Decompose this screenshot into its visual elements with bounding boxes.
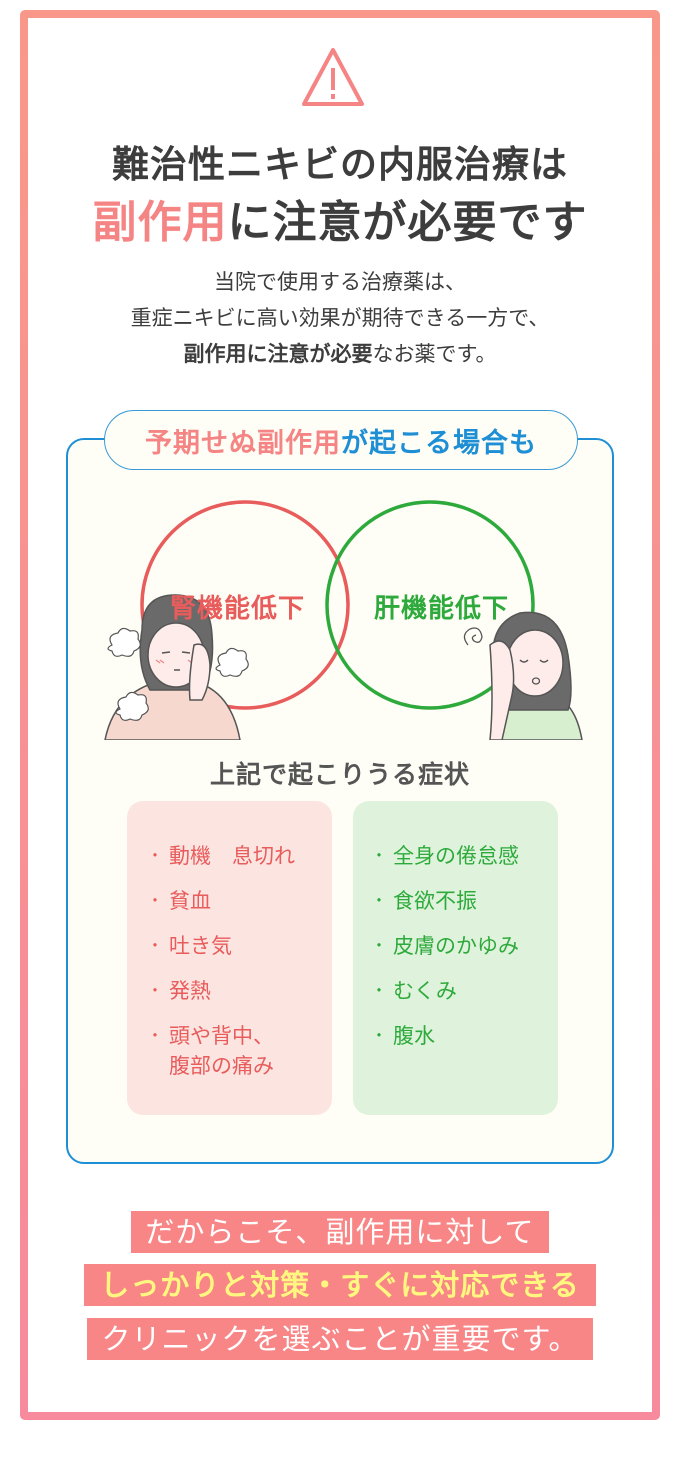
pill-red-text: 予期せぬ副作用 [145,427,341,459]
list-item: ・食欲不振 [371,889,477,913]
list-item: ・吐き気 [147,934,232,958]
list-item: ・むくみ [371,979,457,1003]
list-item: ・貧血 [147,889,211,913]
intro-line2: 重症ニキビに高い効果が期待できる一方で、 [130,306,550,330]
intro-line3: 副作用に注意が必要なお薬です。 [0,336,680,372]
list-item: ・腹水 [371,1024,435,1048]
intro-line3-rest: なお薬です。 [372,342,497,366]
headline-rest: に注意が必要です [227,197,588,248]
headline-line1: 難治性ニキビの内服治療は [112,143,568,186]
venn-diagram [104,500,583,740]
symptoms-title: 上記で起こりうる症状 [209,760,470,789]
cta-line3: クリニックを選ぶことが重要です。 [0,1318,680,1360]
headline-accent: 副作用 [92,197,228,248]
list-item: ・頭や背中、 腹部の痛み [147,1024,274,1078]
warning-triangle-icon [302,48,364,106]
woman-headache-illustration [463,611,583,740]
kidney-symptoms-card: ・動機 息切れ ・貧血 ・吐き気 ・発熱 ・頭や背中、 腹部の痛み [127,801,332,1115]
intro-text: 当院で使用する治療薬は、 重症ニキビに高い効果が期待できる一方で、 副作用に注意… [0,264,680,372]
list-item: ・動機 息切れ [147,844,295,868]
liver-label: 肝機能低下 [374,594,510,624]
woman-fatigued-illustration [104,594,249,740]
cta-line2: しっかりと対策・すぐに対応できる [0,1264,680,1306]
list-item: ・発熱 [147,979,211,1003]
kidney-label: 腎機能低下 [170,594,306,624]
headline-line2: 副作用に注意が必要です [0,186,680,250]
liver-symptoms-card: ・全身の倦怠感 ・食欲不振 ・皮膚のかゆみ ・むくみ ・腹水 [353,801,558,1115]
list-item: ・皮膚のかゆみ [371,934,519,958]
panel-title-pill: 予期せぬ副作用が起こる場合も [104,410,578,470]
intro-line3-bold: 副作用に注意が必要 [183,342,373,366]
list-item: ・全身の倦怠感 [371,844,519,868]
intro-line1: 当院で使用する治療薬は、 [214,270,466,294]
cta-line1: だからこそ、副作用に対して [0,1211,680,1253]
pill-blue-text: が起こる場合も [341,427,537,459]
